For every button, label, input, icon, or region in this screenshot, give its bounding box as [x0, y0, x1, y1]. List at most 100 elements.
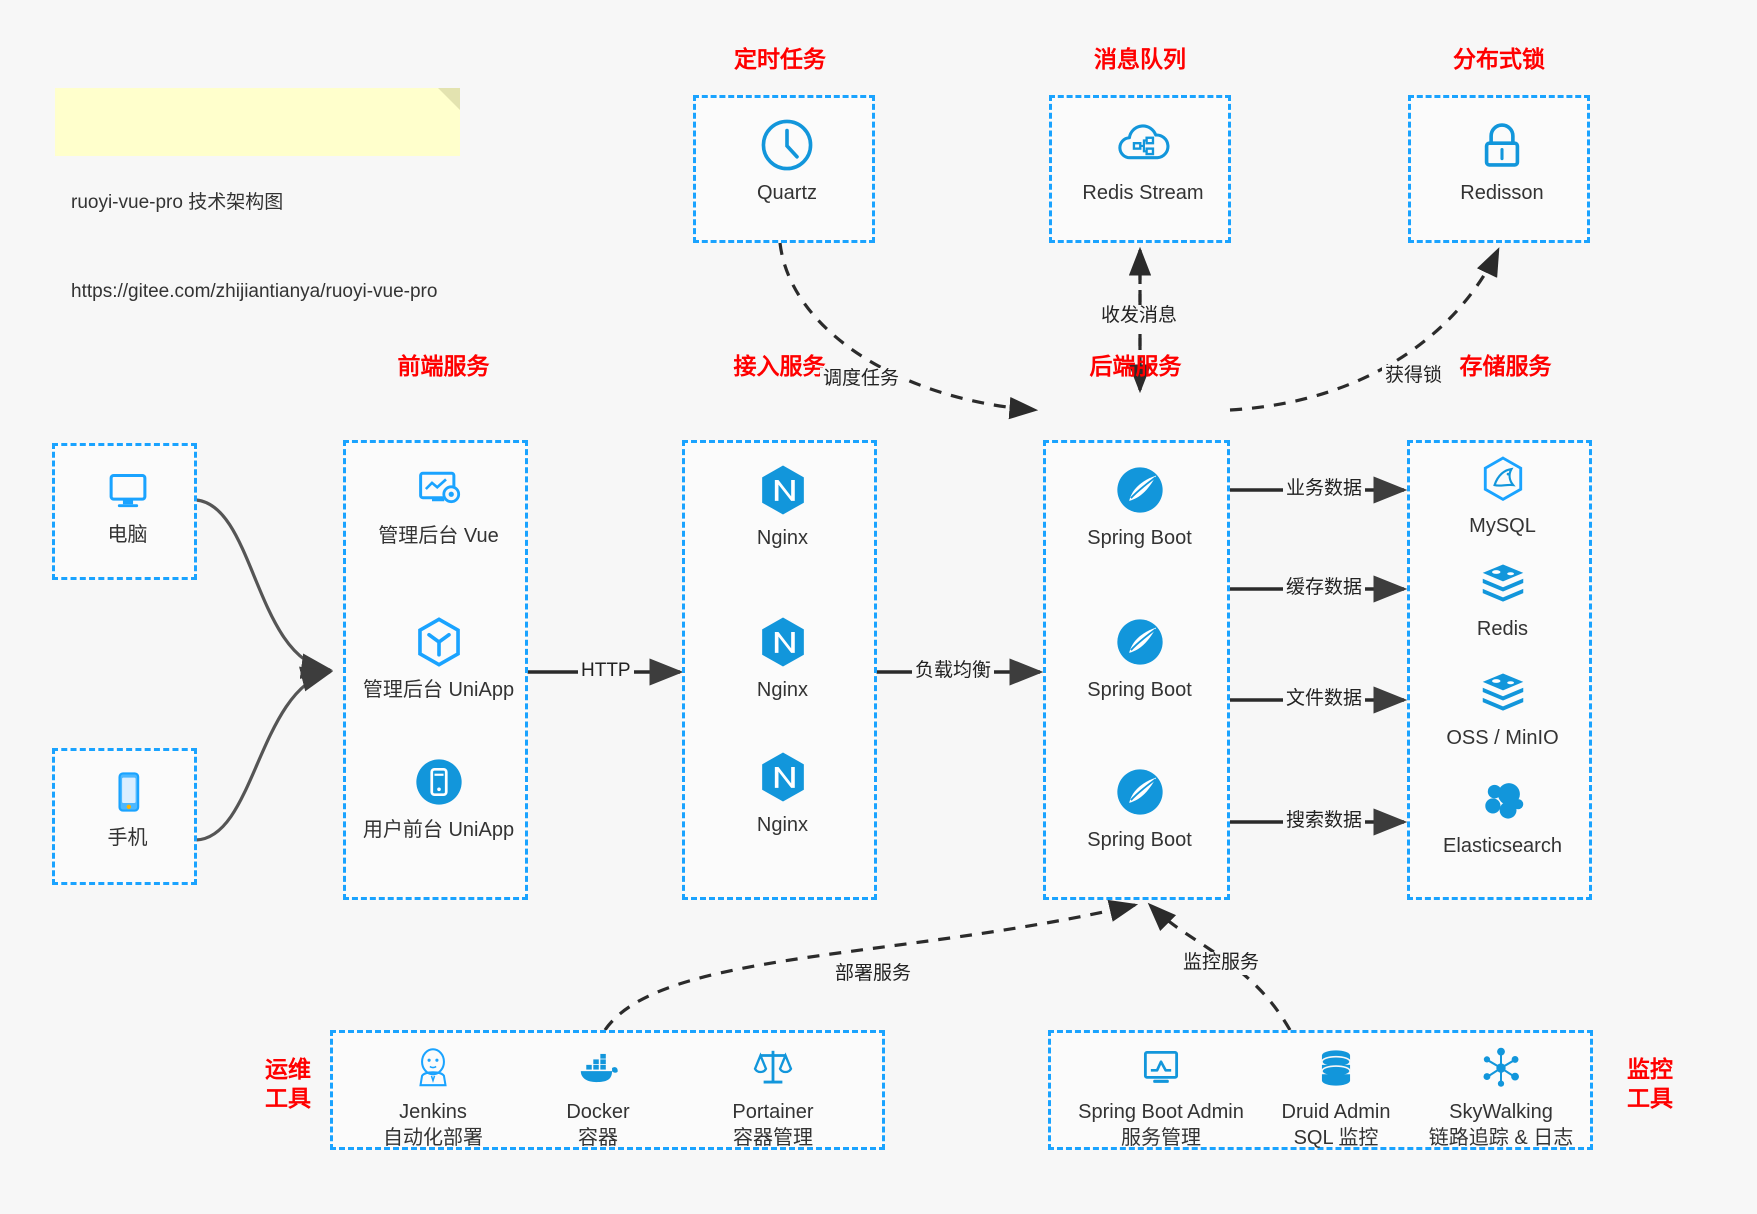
node-spring-boot-admin[interactable]: Spring Boot Admin 服务管理 [1061, 1043, 1261, 1152]
node-spring-boot-2[interactable]: Spring Boot [1046, 613, 1233, 703]
node-oss-minio[interactable]: OSS / MinIO [1410, 665, 1595, 751]
node-admin-uniapp[interactable]: 管理后台 UniApp [346, 613, 531, 703]
monitor-chart-icon [1136, 1043, 1186, 1093]
group-box-mq: Redis Stream [1049, 95, 1231, 243]
clock-icon [758, 116, 816, 174]
group-box-backend: Spring Boot Spring Boot Spring Boot [1043, 440, 1230, 900]
jenkins-icon [408, 1043, 458, 1093]
node-label: Docker [566, 1101, 630, 1123]
nginx-icon [754, 613, 812, 671]
spring-boot-icon [1111, 763, 1169, 821]
node-mysql[interactable]: MySQL [1410, 453, 1595, 539]
note-fold-corner [438, 88, 460, 110]
group-title-mq: 消息队列 [1094, 46, 1186, 72]
mobile-icon [101, 765, 155, 819]
node-label: OSS / MinIO [1446, 727, 1559, 749]
node-sublabel: 自动化部署 [383, 1127, 483, 1149]
node-mobile[interactable]: 手机 [55, 765, 200, 851]
node-druid-admin[interactable]: Druid Admin SQL 监控 [1256, 1043, 1416, 1152]
edge-label-search-data: 搜索数据 [1283, 810, 1366, 833]
group-box-storage: MySQL Redis [1407, 440, 1592, 900]
group-title-devops-line1: 运维 [265, 1056, 311, 1082]
edge-label-file-data: 文件数据 [1283, 688, 1366, 711]
node-quartz[interactable]: Quartz [696, 116, 878, 206]
edge-label-schedule-task: 调度任务 [820, 368, 903, 391]
group-title-scheduler: 定时任务 [734, 46, 826, 72]
node-sublabel: 服务管理 [1121, 1127, 1201, 1149]
node-redis[interactable]: Redis [1410, 556, 1595, 642]
group-title-frontend: 前端服务 [397, 353, 490, 379]
node-portainer[interactable]: Portainer 容器管理 [683, 1043, 863, 1152]
node-skywalking[interactable]: SkyWalking 链路追踪 & 日志 [1406, 1043, 1596, 1152]
node-spring-boot-1[interactable]: Spring Boot [1046, 461, 1233, 551]
node-sublabel: 链路追踪 & 日志 [1428, 1127, 1574, 1149]
group-title-devops-line2: 工具 [265, 1084, 311, 1111]
node-label: Nginx [756, 814, 809, 836]
mobile-app-icon [410, 753, 468, 811]
node-sublabel: 容器 [578, 1127, 618, 1149]
uniapp-cube-icon [410, 613, 468, 671]
group-title-monitor-line2: 工具 [1627, 1084, 1673, 1111]
edge-label-load-balance: 负载均衡 [912, 660, 995, 683]
redis-stream-cloud-icon [1114, 116, 1172, 174]
group-title-monitor: 监控 工具 [1610, 1055, 1690, 1113]
group-title-gateway: 接入服务 [733, 353, 826, 379]
node-label: Quartz [756, 182, 818, 204]
group-box-gateway: Nginx Nginx Nginx [682, 440, 877, 900]
node-label: 手机 [107, 827, 148, 849]
lock-icon [1473, 116, 1531, 174]
node-label: Redis Stream [1082, 182, 1204, 204]
node-label: MySQL [1469, 515, 1536, 537]
group-box-frontend: 管理后台 Vue 管理后台 UniApp 用户前台 UniApp [343, 440, 528, 900]
portainer-icon [748, 1043, 798, 1093]
spring-boot-icon [1111, 613, 1169, 671]
node-nginx-2[interactable]: Nginx [685, 613, 880, 703]
node-label: Druid Admin [1281, 1101, 1391, 1123]
group-title-storage: 存储服务 [1459, 353, 1552, 379]
spring-boot-icon [1111, 461, 1169, 519]
redis-icon [1476, 556, 1530, 610]
group-box-lock: Redisson [1408, 95, 1590, 243]
group-box-devops: Jenkins 自动化部署 Docker 容器 [330, 1030, 885, 1150]
edge-label-send-receive-message: 收发消息 [1098, 305, 1181, 328]
node-docker[interactable]: Docker 容器 [518, 1043, 678, 1152]
node-nginx-1[interactable]: Nginx [685, 461, 880, 551]
node-label: Elasticsearch [1443, 835, 1562, 857]
node-jenkins[interactable]: Jenkins 自动化部署 [353, 1043, 513, 1152]
node-user-uniapp[interactable]: 用户前台 UniApp [346, 753, 531, 843]
node-label: Redis [1476, 618, 1529, 640]
node-desktop[interactable]: 电脑 [55, 462, 200, 548]
node-spring-boot-3[interactable]: Spring Boot [1046, 763, 1233, 853]
edge-label-monitor-service: 监控服务 [1180, 952, 1263, 975]
node-label: Nginx [756, 679, 809, 701]
group-title-backend: 后端服务 [1089, 353, 1182, 379]
node-nginx-3[interactable]: Nginx [685, 748, 880, 838]
note-line-1: ruoyi-vue-pro 技术架构图 [71, 192, 284, 214]
node-label: 管理后台 Vue [378, 525, 499, 547]
oss-minio-icon [1476, 665, 1530, 719]
node-label: Spring Boot [1087, 679, 1192, 701]
edge-label-business-data: 业务数据 [1283, 478, 1366, 501]
node-label: Nginx [756, 527, 809, 549]
node-label: Spring Boot Admin [1078, 1101, 1244, 1123]
node-label: 管理后台 UniApp [362, 679, 515, 701]
edge-label-deploy-service: 部署服务 [832, 963, 915, 986]
note-callout: ruoyi-vue-pro 技术架构图 https://gitee.com/zh… [55, 88, 460, 302]
node-elasticsearch[interactable]: Elasticsearch [1410, 773, 1595, 859]
skywalking-icon [1476, 1043, 1526, 1093]
node-label: Spring Boot [1087, 527, 1192, 549]
group-box-client-desktop: 电脑 [52, 443, 197, 580]
edge-label-http: HTTP [578, 660, 634, 683]
node-redis-stream[interactable]: Redis Stream [1052, 116, 1234, 206]
edge-label-acquire-lock: 获得锁 [1382, 365, 1446, 388]
group-box-monitor: Spring Boot Admin 服务管理 Druid Admin SQL 监… [1048, 1030, 1593, 1150]
docker-icon [573, 1043, 623, 1093]
node-label: Spring Boot [1087, 829, 1192, 851]
group-title-lock: 分布式锁 [1453, 46, 1545, 72]
node-label: Redisson [1460, 182, 1544, 204]
node-admin-vue[interactable]: 管理后台 Vue [346, 461, 531, 549]
node-redisson[interactable]: Redisson [1411, 116, 1593, 206]
node-label: Jenkins [399, 1101, 467, 1123]
group-title-monitor-line1: 监控 [1627, 1056, 1673, 1082]
